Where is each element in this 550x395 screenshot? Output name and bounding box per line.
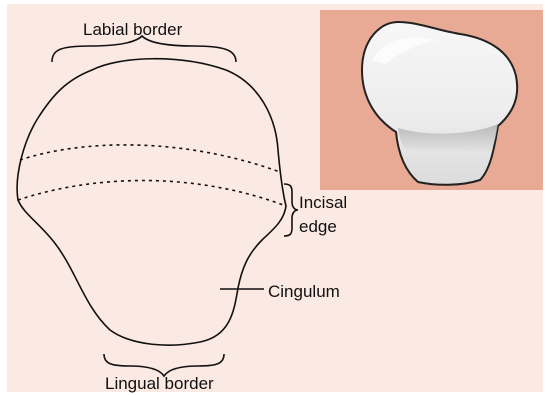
incisal-edge-label-line1: Incisal [299,193,347,213]
lingual-border-label: Lingual border [105,374,214,394]
incisal-edge-label-line2: edge [299,217,337,237]
cingulum-label: Cingulum [268,282,340,302]
incisal-line-lower [18,181,286,207]
lingual-border-brace [104,354,224,376]
incisal-line-upper [20,145,280,172]
incisal-edge-brace [284,184,298,236]
tooth-outline [17,59,286,345]
labial-border-label: Labial border [83,20,182,40]
inset-photo [320,10,543,190]
